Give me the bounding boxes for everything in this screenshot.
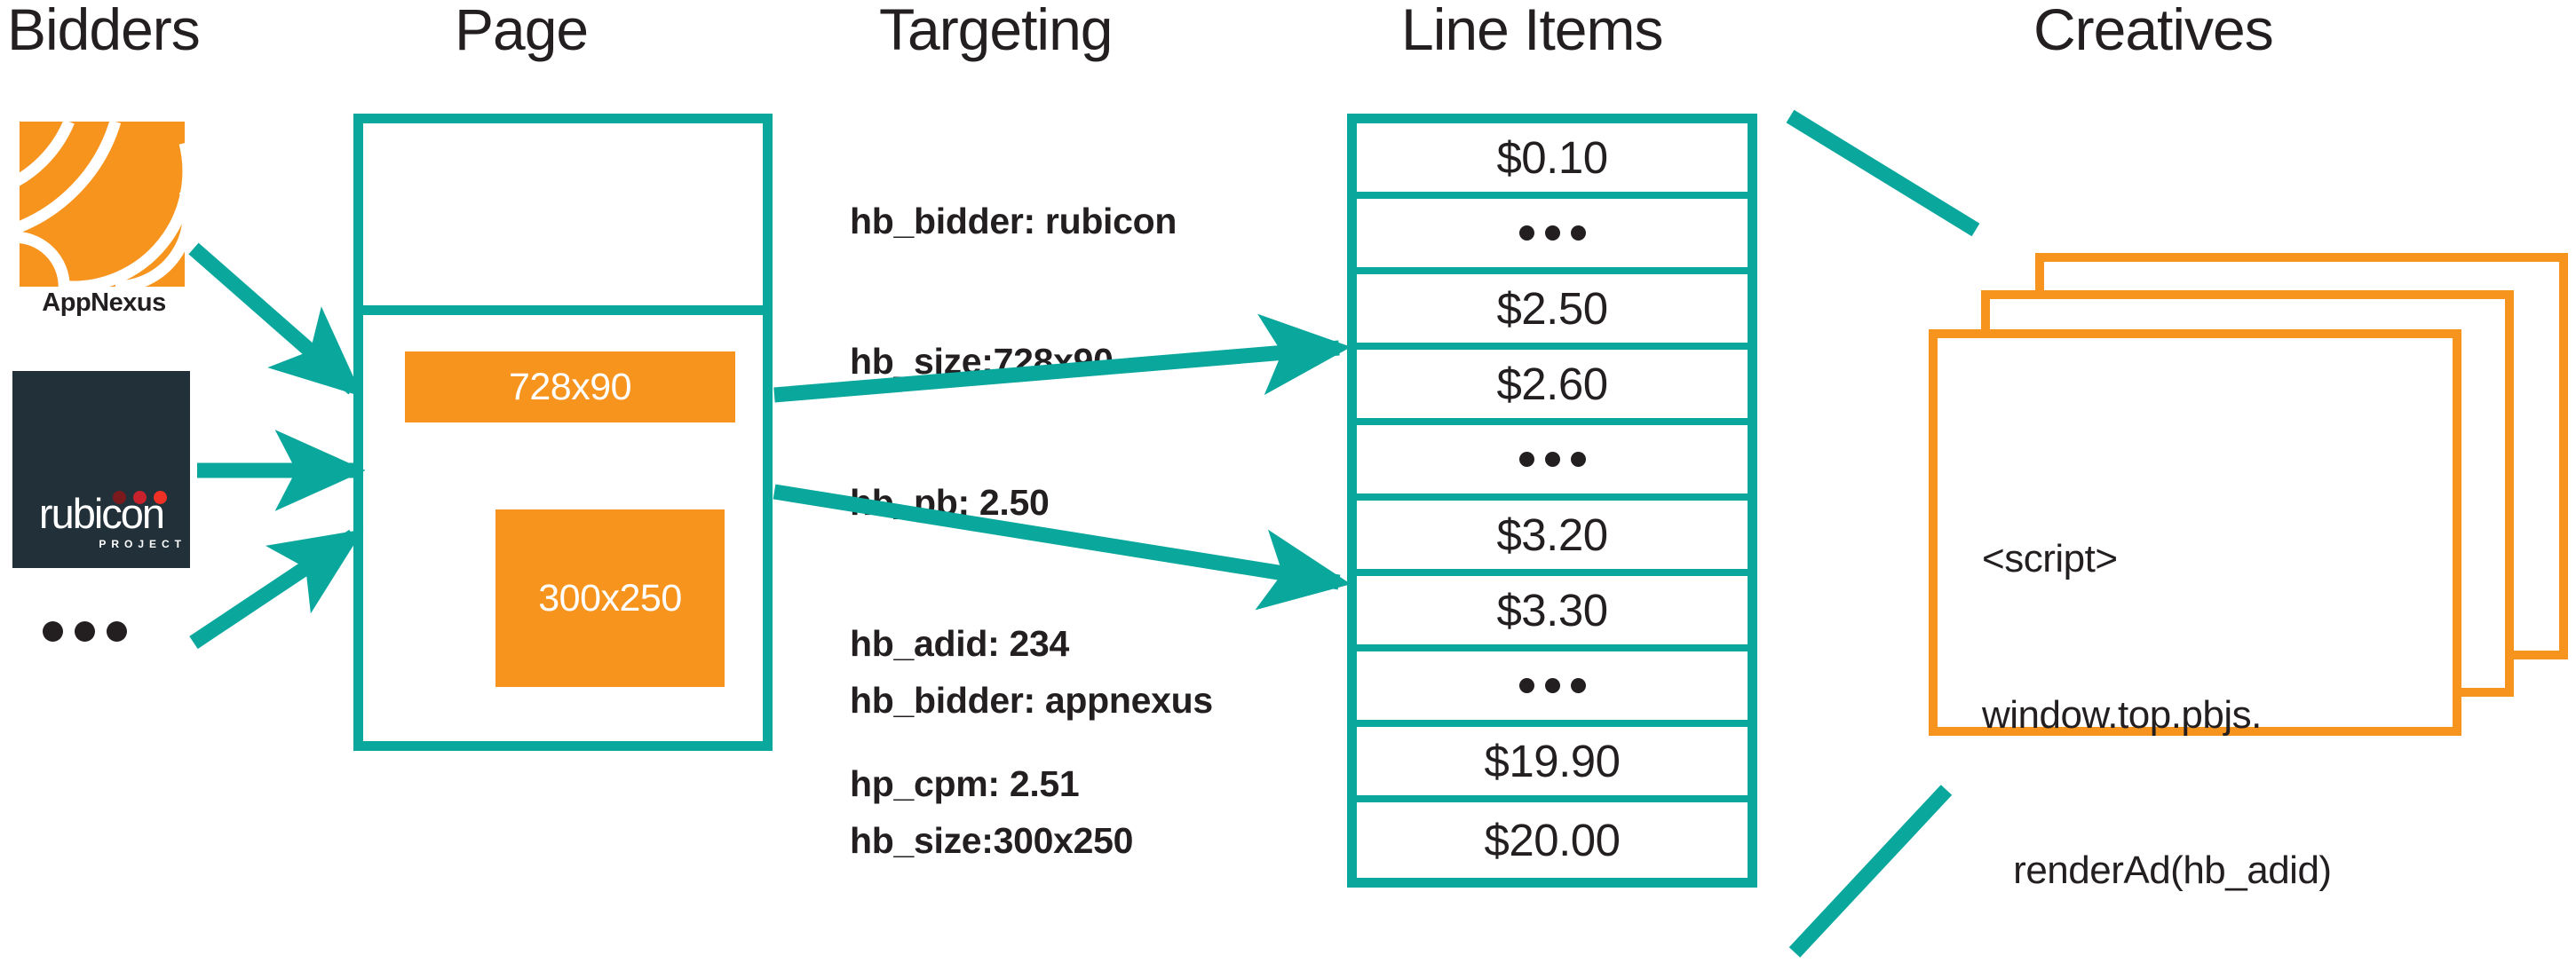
targeting-block-appnexus: hb_bidder: appnexus hb_size:300x250 hb_p… bbox=[850, 583, 1213, 963]
ellipsis-dot bbox=[1544, 452, 1560, 467]
appnexus-wordmark: AppNexus bbox=[42, 288, 166, 317]
ellipsis-dot bbox=[1570, 678, 1586, 693]
ellipsis-dot bbox=[75, 621, 95, 642]
table-row bbox=[1357, 425, 1748, 501]
table-row: $20.00 bbox=[1357, 802, 1748, 878]
connector-top-line-item-to-creative bbox=[1786, 109, 1980, 237]
connector-bottom-line-item-to-creative bbox=[1788, 785, 1953, 958]
line-item-price: $2.50 bbox=[1496, 283, 1608, 334]
line-item-price: $3.30 bbox=[1496, 585, 1608, 635]
code-line-script-open: <script> bbox=[1982, 537, 2118, 581]
bidders-more-ellipsis bbox=[43, 621, 127, 642]
code-line-window-pbjs: window.top.pbjs. bbox=[1982, 692, 2262, 737]
table-row: $3.30 bbox=[1357, 576, 1748, 651]
ellipsis-dot bbox=[1518, 452, 1534, 467]
page-header-divider bbox=[353, 305, 773, 315]
line-item-price: $20.00 bbox=[1484, 815, 1621, 865]
table-row: $2.50 bbox=[1357, 274, 1748, 350]
appnexus-logo-icon bbox=[20, 122, 185, 287]
column-title-page: Page bbox=[455, 0, 589, 62]
table-row bbox=[1357, 199, 1748, 274]
ellipsis-dot bbox=[1518, 225, 1534, 241]
ellipsis-dot bbox=[1570, 452, 1586, 467]
table-row bbox=[1357, 651, 1748, 727]
column-title-line-items: Line Items bbox=[1401, 0, 1663, 62]
column-title-bidders: Bidders bbox=[7, 0, 201, 62]
table-row: $3.20 bbox=[1357, 501, 1748, 576]
line-item-price: $19.90 bbox=[1484, 736, 1621, 786]
ellipsis-dot bbox=[1544, 225, 1560, 241]
column-title-creatives: Creatives bbox=[2033, 0, 2274, 62]
line-item-ellipsis bbox=[1518, 452, 1586, 467]
targeting-line-hb-pb: hb_pb: 2.50 bbox=[850, 482, 1050, 523]
line-item-price: $0.10 bbox=[1496, 132, 1608, 183]
targeting-line-hb-size: hb_size:728x90 bbox=[850, 341, 1114, 383]
ellipsis-dot bbox=[43, 621, 63, 642]
rubicon-project-logo-icon: rubicon PROJECT bbox=[12, 371, 190, 568]
targeting-line-hb-bidder: hb_bidder: appnexus bbox=[850, 679, 1213, 721]
targeting-line-hp-cpm: hp_cpm: 2.51 bbox=[850, 763, 1080, 805]
targeting-line-hb-adid: hb_adid: 234 bbox=[850, 622, 1070, 664]
column-title-targeting: Targeting bbox=[879, 0, 1114, 62]
arrow-appnexus-to-page bbox=[188, 242, 363, 397]
creative-card-front bbox=[1929, 329, 2461, 736]
line-item-ellipsis bbox=[1518, 678, 1586, 693]
rubicon-dot-2 bbox=[133, 491, 147, 504]
table-row: $0.10 bbox=[1357, 123, 1748, 199]
table-row: $19.90 bbox=[1357, 727, 1748, 802]
code-line-render-ad: renderAd(hb_adid) bbox=[1982, 849, 2332, 893]
ellipsis-dot bbox=[1518, 678, 1534, 693]
arrow-more-bidders-to-page bbox=[189, 529, 364, 650]
line-item-price: $3.20 bbox=[1496, 509, 1608, 560]
line-items-table: $0.10 $2.50 $2.60 $3.20 $3.30 bbox=[1347, 114, 1757, 888]
targeting-line-hb-pb: hb_pb: 3.20 bbox=[850, 959, 1213, 963]
rubicon-dot-1 bbox=[113, 491, 126, 504]
ellipsis-dot bbox=[1570, 225, 1586, 241]
rubicon-dot-3 bbox=[154, 491, 167, 504]
ellipsis-dot bbox=[1544, 678, 1560, 693]
line-item-price: $2.60 bbox=[1496, 359, 1608, 409]
targeting-line-hb-bidder: hb_bidder: rubicon bbox=[850, 200, 1177, 241]
rubicon-subtitle: PROJECT bbox=[99, 538, 186, 550]
targeting-line-hb-size: hb_size:300x250 bbox=[850, 820, 1134, 862]
ad-slot-300x250: 300x250 bbox=[495, 509, 725, 687]
creative-code-snippet: <script> window.top.pbjs. renderAd(hb_ad… bbox=[1982, 430, 2444, 963]
rubicon-wordmark: rubicon bbox=[38, 490, 165, 537]
table-row: $2.60 bbox=[1357, 350, 1748, 425]
ad-slot-728x90: 728x90 bbox=[405, 351, 735, 422]
rubicon-dots bbox=[113, 491, 167, 504]
ellipsis-dot bbox=[107, 621, 127, 642]
line-item-ellipsis bbox=[1518, 225, 1586, 241]
